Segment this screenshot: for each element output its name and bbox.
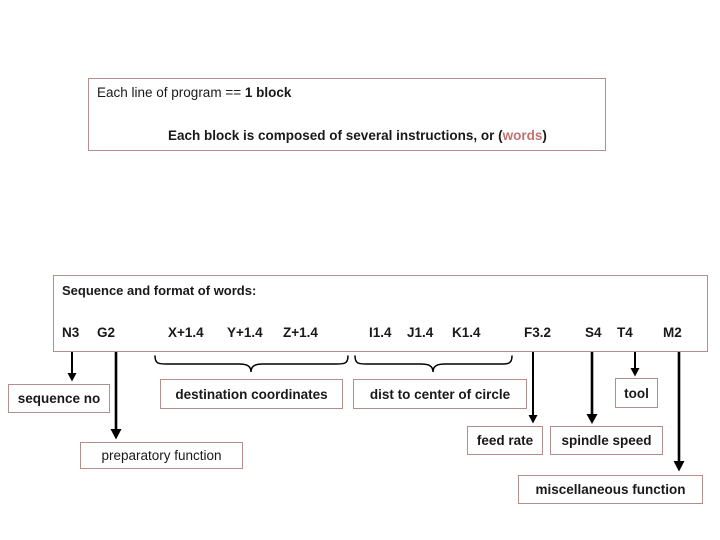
intro-box — [88, 78, 606, 151]
intro-line2-suffix: ) — [542, 128, 547, 143]
word-z: Z+1.4 — [283, 325, 318, 340]
dist-to-center-box: dist to center of circle — [353, 379, 527, 409]
intro-line2-prefix: Each block is composed of several instru… — [168, 128, 503, 143]
intro-line-2: Each block is composed of several instru… — [168, 128, 547, 143]
destination-coordinates-box: destination coordinates — [160, 379, 343, 409]
word-n3: N3 — [62, 325, 80, 340]
arrow-f-to-feed-rate — [528, 352, 538, 424]
tool-box: tool — [615, 378, 658, 408]
word-g2: G2 — [97, 325, 116, 340]
word-s4: S4 — [585, 325, 602, 340]
intro-line-1: Each line of program == 1 block — [97, 85, 291, 100]
intro-line2-words-accent: words — [502, 128, 543, 143]
word-f: F3.2 — [524, 325, 552, 340]
spindle-speed-box: spindle speed — [550, 426, 663, 455]
sequence-format-box — [53, 275, 708, 352]
word-k: K1.4 — [452, 325, 481, 340]
word-i: I1.4 — [369, 325, 392, 340]
intro-line1-bold: 1 block — [244, 85, 292, 100]
feed-rate-box: feed rate — [467, 426, 543, 455]
arrow-s4-to-spindle-speed — [586, 352, 598, 424]
word-y: Y+1.4 — [227, 325, 263, 340]
arrow-g2-to-preparatory-function — [110, 352, 122, 440]
arrow-n3-to-sequence-no — [67, 352, 77, 382]
arrow-m2-to-miscellaneous-function — [673, 352, 685, 472]
word-x: X+1.4 — [168, 325, 204, 340]
sequence-format-title: Sequence and format of words: — [62, 283, 257, 298]
intro-line1-normal: Each line of program == — [97, 85, 245, 100]
word-j: J1.4 — [407, 325, 434, 340]
preparatory-function-box: preparatory function — [80, 442, 243, 469]
brace-ijk-icon — [354, 355, 513, 373]
word-m2: M2 — [663, 325, 682, 340]
arrow-t4-to-tool — [630, 352, 640, 377]
sequence-no-box: sequence no — [8, 384, 110, 413]
word-t4: T4 — [617, 325, 633, 340]
miscellaneous-function-box: miscellaneous function — [518, 475, 703, 504]
brace-xyz-icon — [154, 355, 349, 373]
